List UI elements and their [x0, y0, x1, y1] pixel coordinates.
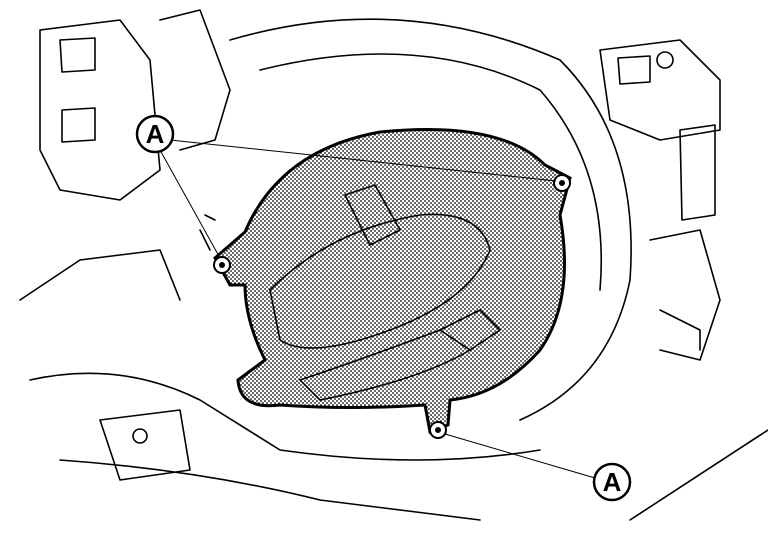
callout-a-bottom-right: A [592, 462, 632, 502]
bolt-bottom [429, 421, 447, 439]
bolt-top-right [553, 174, 571, 192]
bolt-left [213, 256, 231, 274]
callout-label: A [146, 119, 165, 149]
housing-outline [19, 9, 768, 521]
callout-label: A [603, 467, 622, 497]
leader-lines [159, 139, 596, 479]
blower-motor [213, 127, 572, 435]
callout-a-top-left: A [135, 114, 175, 154]
